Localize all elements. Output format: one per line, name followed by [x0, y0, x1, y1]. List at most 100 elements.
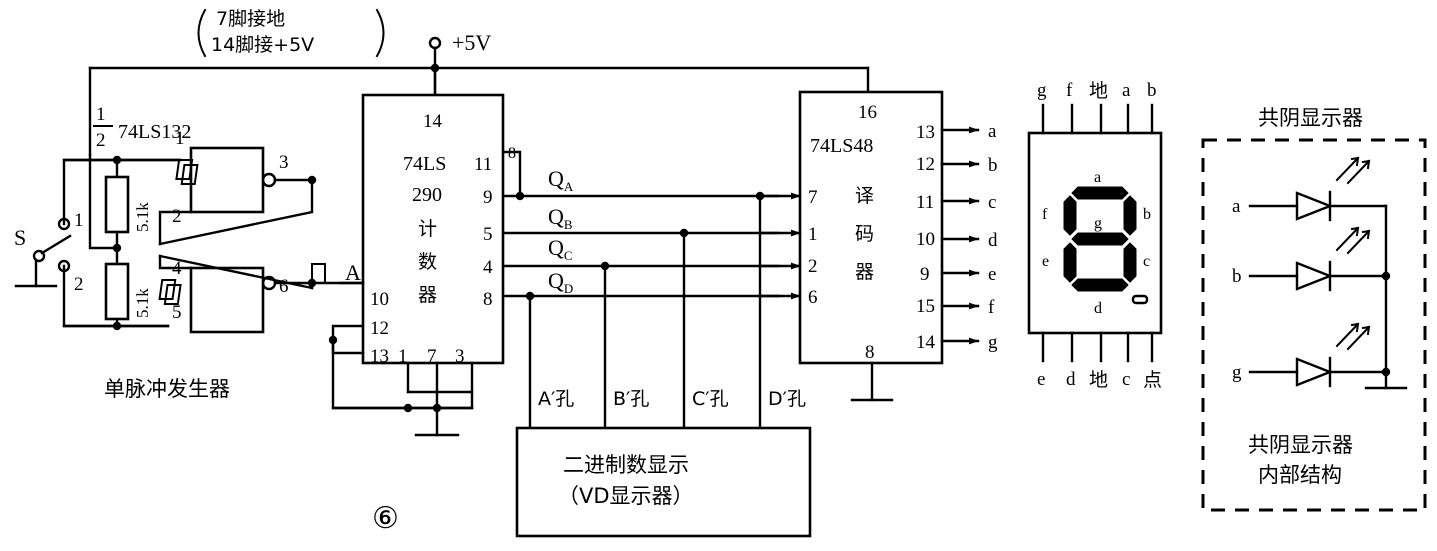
junction-dot [600, 261, 610, 271]
segment-d [1071, 278, 1129, 292]
seg-label-e: e [988, 264, 996, 285]
display-bot-label-c: c [1122, 369, 1130, 390]
segment-c [1123, 242, 1137, 283]
seg-letter-a: a [1094, 169, 1101, 186]
segment-a [1071, 186, 1129, 200]
tap-label-a: A′孔 [538, 388, 574, 410]
decoder-pin-14: 14 [916, 332, 936, 353]
seven-segment-display: g f 地 a b e d 地 c 点 a b c d e f g [1027, 80, 1163, 391]
counter-pin-7: 7 [427, 346, 437, 367]
counter-name-line2: 290 [412, 184, 442, 206]
counter-pin-5: 5 [483, 224, 493, 245]
decoder-pin-12: 12 [916, 154, 935, 175]
display-bot-label-dot: 点 [1143, 369, 1162, 391]
decoder-pin-9: 9 [920, 264, 930, 285]
decoder-pin-13: 13 [916, 122, 935, 143]
pulse-generator: 1 2 74LS132 S 1 2 5.1k 5.1k [14, 104, 367, 401]
tap-label-d: D′孔 [768, 388, 806, 410]
counter-pin-13: 13 [370, 346, 389, 367]
display-bot-label-gnd: 地 [1089, 369, 1108, 391]
counter-body [361, 93, 505, 365]
decoder-pin-11: 11 [916, 192, 934, 213]
switch-pos-2-label: 2 [74, 274, 84, 295]
seg-letter-b: b [1143, 206, 1151, 223]
decoder-name: 74LS48 [810, 135, 873, 157]
schmitt-symbol-1 [175, 159, 199, 185]
junction-dot [525, 291, 535, 301]
light-arrows-g [1335, 322, 1371, 351]
qd-label: QD [548, 268, 573, 296]
counter-cn-1: 计 [418, 218, 437, 240]
power-rail: +5V [88, 30, 870, 157]
junction-dot [430, 63, 440, 73]
resistor-bottom-label: 5.1k [133, 288, 152, 318]
gate1-pin-1: 1 [175, 128, 185, 149]
qc-label: QC [548, 235, 573, 263]
figure-number: ⑥ [372, 502, 399, 535]
decoder-pin-1: 1 [808, 224, 818, 245]
counter-pin-1: 1 [398, 346, 408, 367]
pulse-generator-title: 单脉冲发生器 [104, 377, 230, 401]
nand-gate-2 [189, 266, 265, 334]
supply-label: +5V [452, 30, 491, 55]
pins-12-13-link [331, 324, 365, 355]
seg-label-f: f [988, 297, 995, 318]
half-chip-denominator: 2 [96, 130, 106, 151]
counter-name-line1: 74LS [403, 153, 446, 175]
display-bot-label-e: e [1037, 369, 1045, 390]
clock-signal-label: A [345, 260, 361, 285]
led-label-g: g [1232, 362, 1242, 383]
decoder-pin-2: 2 [808, 256, 818, 277]
led-structure-title-top: 共阴显示器 [1258, 106, 1363, 130]
led-triangle-a [1295, 191, 1334, 221]
gate2-pin-6: 6 [279, 276, 289, 297]
seg-label-a: a [988, 121, 997, 142]
counter-pin-9: 9 [483, 187, 493, 208]
supply-note-line1: 7脚接地 [216, 8, 285, 30]
counter-cn-3: 器 [418, 284, 437, 306]
decoder-pin-16: 16 [858, 102, 877, 123]
seg-label-c: c [988, 192, 996, 213]
decoder-pin-7: 7 [808, 187, 818, 208]
led-label-a: a [1232, 196, 1241, 217]
decoder-cn-2: 码 [855, 223, 874, 245]
gate1-pin-2: 2 [172, 206, 182, 227]
counter-pin-4: 4 [483, 257, 493, 278]
switch-pivot[interactable] [32, 249, 46, 263]
display-top-label-g: g [1037, 80, 1047, 101]
display-bot-label-d: d [1066, 369, 1076, 390]
counter-pin-14: 14 [423, 111, 443, 132]
chip-label-74ls132: 74LS132 [118, 121, 191, 143]
led-structure-title-1: 共阴显示器 [1248, 433, 1353, 457]
counter-74ls290: 14 74LS 290 计 数 器 11 9 5 4 8 10 12 13 1 … [328, 93, 780, 437]
pin11-jumper [501, 150, 522, 198]
gate2-pin-5: 5 [172, 302, 182, 323]
junction-dot [679, 228, 689, 238]
binary-display-title-1: 二进制数显示 [563, 453, 689, 477]
segment-e [1063, 242, 1077, 283]
display-top-label-a: a [1122, 80, 1131, 101]
switch-pos-1-label: 1 [74, 210, 84, 231]
decoder-pin-8: 8 [865, 342, 875, 363]
light-arrows-b [1335, 226, 1371, 255]
seg-label-b: b [988, 155, 998, 176]
segment-f [1063, 195, 1077, 236]
led-structure-title-2: 内部结构 [1258, 463, 1342, 487]
seg-letter-e: e [1042, 253, 1049, 270]
decoder-cn-1: 译 [855, 185, 874, 207]
counter-pin-12: 12 [370, 318, 389, 339]
led-triangle-b [1295, 261, 1334, 291]
counter-pin-8-top-label: 8 [508, 145, 516, 162]
supply-terminal [428, 36, 442, 50]
pulse-waveform-icon [301, 263, 341, 284]
tap-label-c: C′孔 [692, 388, 729, 410]
decimal-point [1131, 294, 1149, 305]
resistor-top [104, 175, 130, 234]
counter-pin-11: 11 [474, 154, 492, 175]
switch-blade [40, 234, 72, 255]
seg-letter-f: f [1042, 206, 1048, 223]
gate1-pin-3: 3 [279, 152, 289, 173]
counter-pin-8: 8 [483, 289, 493, 310]
seg-label-d: d [988, 230, 998, 251]
